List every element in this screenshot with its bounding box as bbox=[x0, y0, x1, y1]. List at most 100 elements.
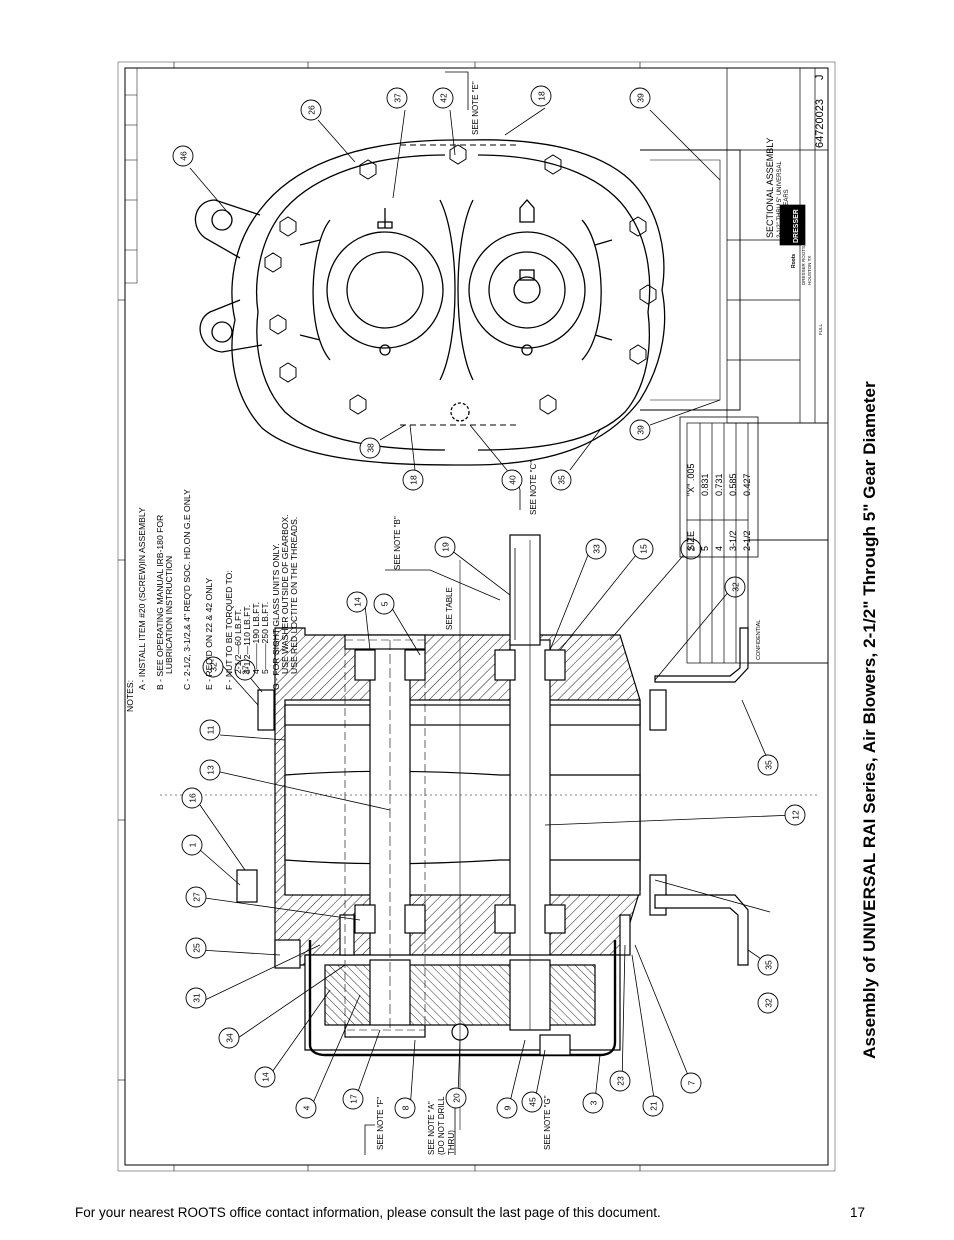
note-line: E - REQ'D ON 22 & 42 ONLY bbox=[204, 577, 214, 690]
callout-balloon: 35 bbox=[757, 754, 779, 776]
callout-label: 18 bbox=[537, 91, 547, 101]
size-table-cell: 0.585 bbox=[728, 473, 738, 496]
note-line: 2-1/2—60 LB.FT. bbox=[233, 609, 243, 674]
brand-sub: Roots bbox=[791, 254, 797, 268]
callout-balloon: 18 bbox=[402, 469, 424, 491]
callout-balloon: 18 bbox=[530, 85, 552, 107]
callout-balloon: 38 bbox=[359, 437, 381, 459]
callout-label: 12 bbox=[791, 810, 801, 820]
section-centerlines bbox=[160, 540, 820, 1130]
note-line: 3-1/2—110 LB.FT. bbox=[242, 605, 252, 674]
note-line: B - SEE OPERATING MANUAL IRB-180 FOR bbox=[155, 515, 165, 690]
outer-border bbox=[117, 61, 836, 1172]
callout-label: 2 bbox=[687, 546, 697, 551]
callout-balloon: 42 bbox=[432, 87, 454, 109]
end-view bbox=[194, 139, 741, 466]
callout-balloon: 16 bbox=[181, 787, 203, 809]
callout-label: 35 bbox=[557, 475, 567, 485]
see-note-g: SEE NOTE "G" bbox=[543, 1095, 552, 1150]
scale-value: FULL bbox=[818, 323, 823, 335]
callout-balloon: 27 bbox=[185, 886, 207, 908]
page-footer: For your nearest ROOTS office contact in… bbox=[75, 1205, 661, 1220]
size-table: SIZE"X" .00550.83140.7313-1/20.5852-1/20… bbox=[679, 416, 759, 558]
see-note-a-thru: THRU) bbox=[447, 1130, 456, 1155]
see-note-a-detail: (DO NOT DRILL bbox=[437, 1096, 446, 1155]
callout-balloon: 27 bbox=[234, 659, 256, 681]
notes-heading: NOTES: bbox=[125, 680, 135, 712]
page-number: 17 bbox=[850, 1205, 866, 1220]
callout-label: 21 bbox=[649, 1101, 659, 1111]
company-name: DRESSER ROOTS, DRESSER, Inc. bbox=[801, 212, 806, 285]
size-table-cell: 0.731 bbox=[714, 473, 724, 496]
callout-balloon: 45 bbox=[521, 1091, 543, 1113]
callout-label: 35 bbox=[764, 760, 774, 770]
company-location: HOUSTON TX bbox=[807, 256, 812, 285]
callout-balloon: 15 bbox=[632, 538, 654, 560]
callout-label: 8 bbox=[401, 1105, 411, 1110]
note-line: C - 2-1/2, 3-1/2,& 4" REQ'D SOC. HD.ON G… bbox=[182, 489, 192, 690]
callout-label: 32 bbox=[209, 662, 219, 672]
callout-label: 3 bbox=[589, 1100, 599, 1105]
callout-label: 35 bbox=[764, 960, 774, 970]
callout-balloon: 23 bbox=[609, 1070, 631, 1092]
callout-label: 19 bbox=[441, 542, 451, 552]
size-table-cell: 0.427 bbox=[742, 473, 752, 496]
callout-label: 27 bbox=[192, 892, 202, 902]
callout-balloon: 3 bbox=[582, 1092, 604, 1114]
callout-balloon: 17 bbox=[342, 1088, 364, 1110]
see-table: SEE TABLE bbox=[445, 587, 454, 630]
callout-label: 26 bbox=[307, 105, 317, 115]
callout-label: 23 bbox=[616, 1076, 626, 1086]
callout-label: 15 bbox=[639, 544, 649, 554]
callout-label: 14 bbox=[353, 597, 363, 607]
callout-balloon: 39 bbox=[629, 419, 651, 441]
brand-logo: DRESSER bbox=[793, 209, 800, 243]
callout-balloon: 1 bbox=[181, 834, 203, 856]
confidential-label: CONFIDENTIAL bbox=[756, 620, 762, 660]
callout-label: 45 bbox=[528, 1097, 538, 1107]
drawing-title: SECTIONAL ASSEMBLY bbox=[765, 137, 775, 238]
see-note-e: SEE NOTE "E" bbox=[471, 81, 480, 135]
callout-balloon: 9 bbox=[496, 1097, 518, 1119]
callout-balloon: 39 bbox=[629, 87, 651, 109]
callout-balloon: 31 bbox=[185, 987, 207, 1009]
callout-balloon: 34 bbox=[218, 1027, 240, 1049]
see-note-c: SEE NOTE "C" bbox=[529, 461, 538, 515]
parts-strip bbox=[124, 67, 138, 284]
callout-balloon: 12 bbox=[784, 804, 806, 826]
callout-balloon: 37 bbox=[386, 87, 408, 109]
page-side-title: Assembly of UNIVERSAL RAI Series, Air Bl… bbox=[860, 381, 879, 1059]
see-note-b: SEE NOTE "B" bbox=[393, 516, 402, 570]
see-note-a: SEE NOTE "A" bbox=[427, 1101, 436, 1155]
size-table-header: SIZE bbox=[686, 531, 696, 551]
callout-balloon: 26 bbox=[300, 99, 322, 121]
callout-balloon: 32 bbox=[202, 656, 224, 678]
callout-balloon: 46 bbox=[172, 145, 194, 167]
drawing-revision: J bbox=[814, 75, 826, 81]
size-table-cell: 0.831 bbox=[700, 473, 710, 496]
callout-label: 42 bbox=[439, 93, 449, 103]
callout-balloon: 32 bbox=[757, 992, 779, 1014]
note-line: A - INSTALL ITEM #20 (SCREW)IN ASSEMBLY bbox=[137, 507, 147, 690]
callout-label: 17 bbox=[349, 1094, 359, 1104]
note-line: F - NUT TO BE TORQUED TO: bbox=[224, 570, 234, 690]
callout-balloon: 20 bbox=[445, 1087, 467, 1109]
note-line: USE WASHER OUTSIDE OF GEARBOX. bbox=[280, 514, 290, 674]
callout-balloon: 14 bbox=[346, 591, 368, 613]
note-line: USE RED LOCTITE ON THE THREADS. bbox=[289, 517, 299, 674]
end-view-bolts bbox=[264, 144, 657, 415]
callout-balloon: 8 bbox=[394, 1097, 416, 1119]
callout-label: 5 bbox=[380, 601, 390, 606]
callout-label: 27 bbox=[241, 665, 251, 675]
callout-balloon: 13 bbox=[199, 759, 221, 781]
callout-balloon: 11 bbox=[199, 719, 221, 741]
note-line: LUBRICATION INSTRUCTION bbox=[164, 556, 174, 674]
notes-lines: A - INSTALL ITEM #20 (SCREW)IN ASSEMBLY B… bbox=[137, 489, 299, 690]
see-note-f: SEE NOTE "F" bbox=[376, 1097, 385, 1150]
callout-label: 11 bbox=[206, 725, 216, 734]
callout-label: 7 bbox=[687, 1080, 697, 1085]
callout-label: 38 bbox=[366, 443, 376, 453]
callout-balloon: 21 bbox=[642, 1095, 664, 1117]
